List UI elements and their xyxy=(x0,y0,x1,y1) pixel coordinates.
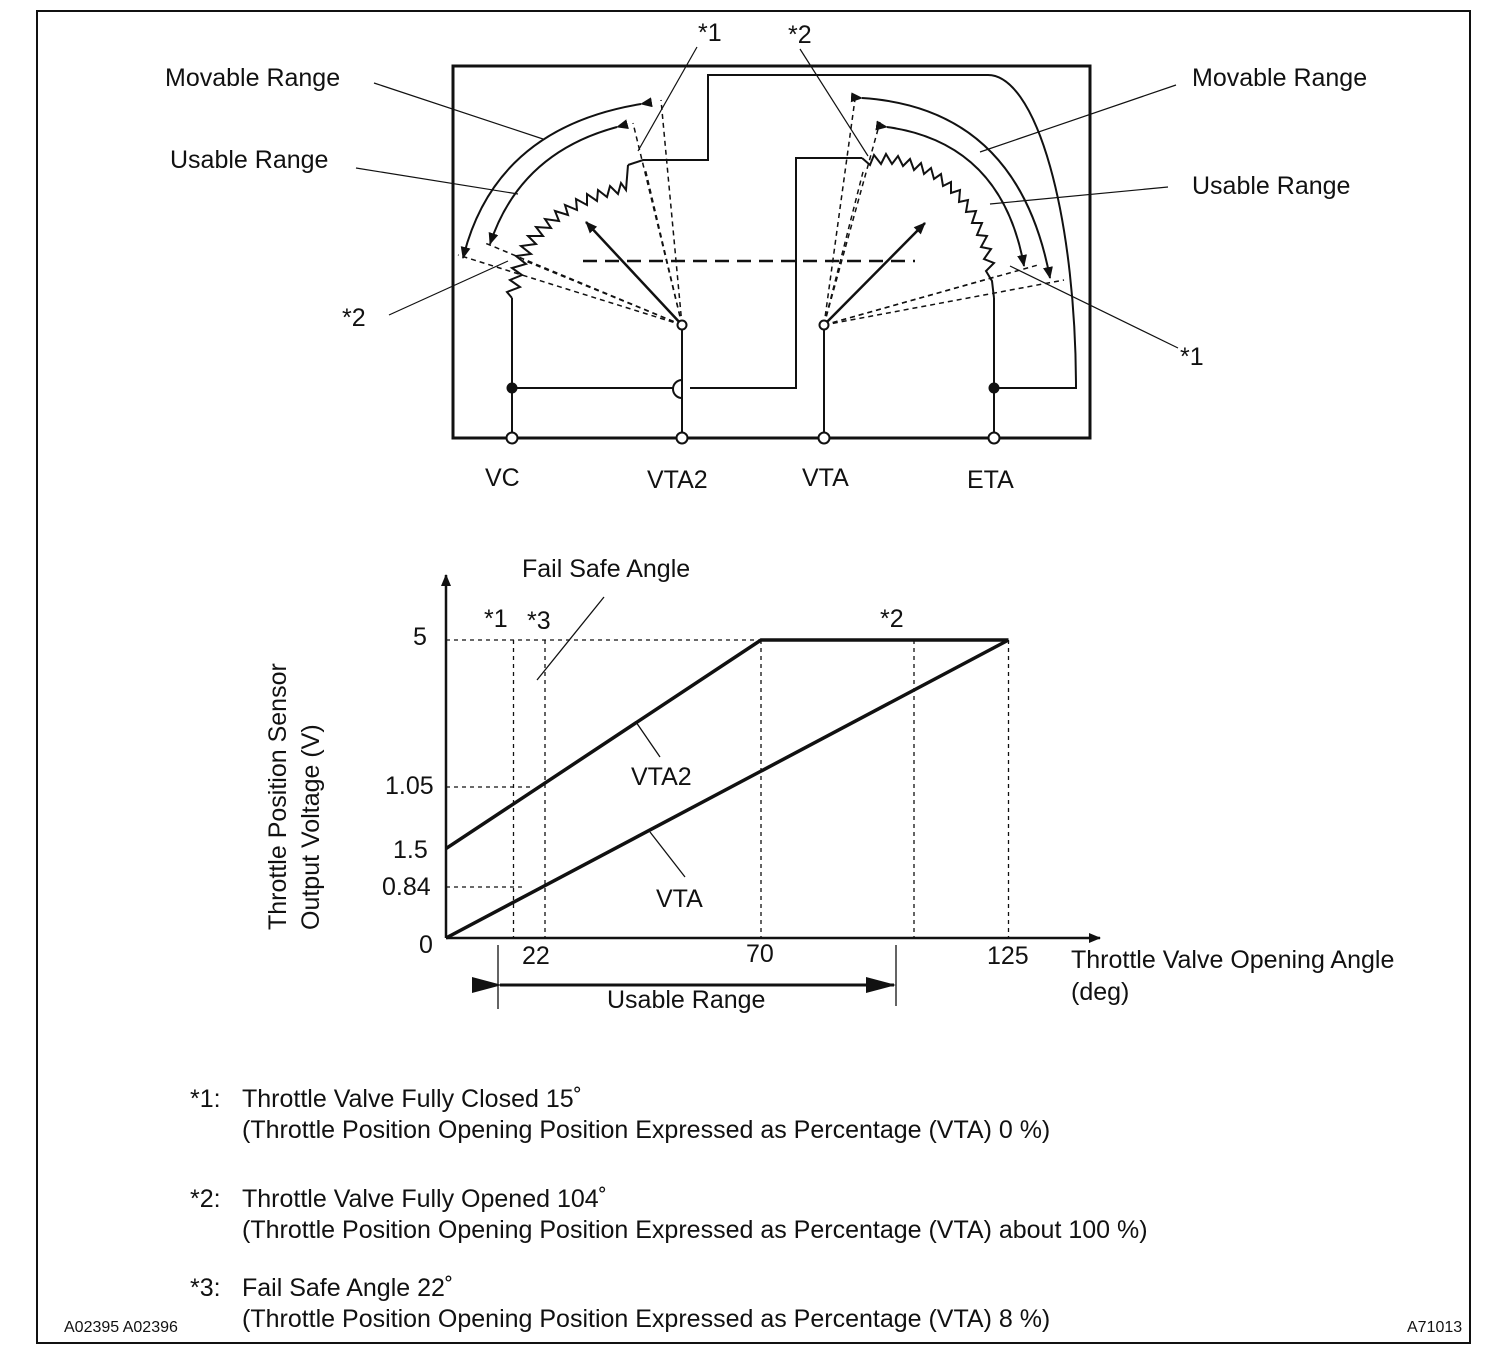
sensor-housing xyxy=(451,64,1092,440)
note-1: *1: Throttle Valve Fully Closed 15˚ (Thro… xyxy=(190,1084,1050,1146)
top-star1-label: *1 xyxy=(698,19,722,47)
left-movable-range-label: Movable Range xyxy=(165,64,341,92)
figure-frame xyxy=(36,10,1471,1344)
right-wiper-range-lines xyxy=(823,98,1065,326)
x-axis-label-line2: (deg) xyxy=(1071,978,1130,1006)
graph-star1-mark: *1 xyxy=(484,605,508,633)
footer-left-code: A02395 A02396 xyxy=(64,1319,178,1336)
schematic-leader-lines xyxy=(355,46,1179,349)
right-usable-range-label: Usable Range xyxy=(1192,172,1351,200)
vta2-terminal-label: VTA2 xyxy=(647,466,708,494)
vta2-series-label: VTA2 xyxy=(631,763,692,791)
left-usable-range-label: Usable Range xyxy=(170,146,329,174)
sensor-schematic xyxy=(355,46,1179,440)
vc-terminal xyxy=(505,431,519,445)
vc-junction xyxy=(506,382,518,394)
footer-right-code: A71013 xyxy=(1407,1319,1463,1336)
left-usable-arc xyxy=(488,119,629,245)
vta2-crossover xyxy=(672,379,683,399)
x-tick-70: 70 xyxy=(746,940,774,968)
y-tick-1-05: 1.05 xyxy=(385,772,434,800)
note-2: *2: Throttle Valve Fully Opened 104˚ (Thr… xyxy=(190,1184,1148,1246)
usable-range-label: Usable Range xyxy=(607,986,766,1014)
note-1-line2: (Throttle Position Opening Position Expr… xyxy=(242,1116,1051,1144)
note-2-line2: (Throttle Position Opening Position Expr… xyxy=(242,1216,1148,1244)
y-axis-label-line1: Throttle Position Sensor xyxy=(264,663,292,930)
right-star1-label: *1 xyxy=(1180,343,1204,371)
note-3-key: *3: xyxy=(190,1274,221,1302)
vta2-terminal xyxy=(675,431,689,445)
x-axis-label-line1: Throttle Valve Opening Angle xyxy=(1071,946,1395,974)
left-resistor xyxy=(505,164,629,299)
vta-leader xyxy=(649,831,686,878)
schematic-nodes xyxy=(505,319,1001,445)
y-tick-0: 0 xyxy=(419,931,433,959)
right-pivot xyxy=(818,319,830,331)
note-2-key: *2: xyxy=(190,1185,221,1213)
x-tick-125: 125 xyxy=(987,942,1029,970)
right-wiper-arrow xyxy=(823,222,926,326)
vta-terminal-label: VTA xyxy=(802,464,849,492)
note-3-line2: (Throttle Position Opening Position Expr… xyxy=(242,1305,1051,1333)
fail-safe-leader xyxy=(536,596,605,681)
note-1-line1: Throttle Valve Fully Closed 15˚ xyxy=(242,1085,582,1113)
eta-terminal-label: ETA xyxy=(967,466,1014,494)
left-pivot xyxy=(676,319,688,331)
top-star2-label: *2 xyxy=(788,21,812,49)
vc-terminal-label: VC xyxy=(485,464,520,492)
right-usable-arc xyxy=(875,120,1027,267)
note-1-key: *1: xyxy=(190,1085,221,1113)
eta-terminal xyxy=(987,431,1001,445)
graph-star3-mark: *3 xyxy=(527,607,551,635)
left-star2-label: *2 xyxy=(342,304,366,332)
right-resistor xyxy=(861,151,996,299)
voltage-graph xyxy=(441,574,1101,1009)
eta-junction xyxy=(988,382,1000,394)
fail-safe-angle-label: Fail Safe Angle xyxy=(522,555,691,583)
y-axis-label-line2: Output Voltage (V) xyxy=(297,724,325,930)
series-line-vta2 xyxy=(445,638,1009,851)
vta-series-label: VTA xyxy=(656,885,703,913)
series-line-vta xyxy=(445,638,1010,940)
y-tick-5: 5 xyxy=(413,623,427,651)
right-movable-range-label: Movable Range xyxy=(1192,64,1368,92)
vta2-leader xyxy=(635,721,661,758)
x-tick-22: 22 xyxy=(522,942,550,970)
y-tick-0-84: 0.84 xyxy=(382,873,431,901)
left-top-lead xyxy=(627,74,1078,389)
left-wiper-arrow xyxy=(585,221,683,326)
vc-to-eta-bus xyxy=(512,157,862,389)
graph-star2-mark: *2 xyxy=(880,605,904,633)
note-2-line1: Throttle Valve Fully Opened 104˚ xyxy=(242,1185,608,1213)
graph-series xyxy=(445,638,1010,940)
y-tick-1-5: 1.5 xyxy=(393,836,428,864)
note-3-line1: Fail Safe Angle 22˚ xyxy=(242,1274,454,1302)
vta-terminal xyxy=(817,431,831,445)
note-3: *3: Fail Safe Angle 22˚ (Throttle Positio… xyxy=(190,1273,1050,1335)
